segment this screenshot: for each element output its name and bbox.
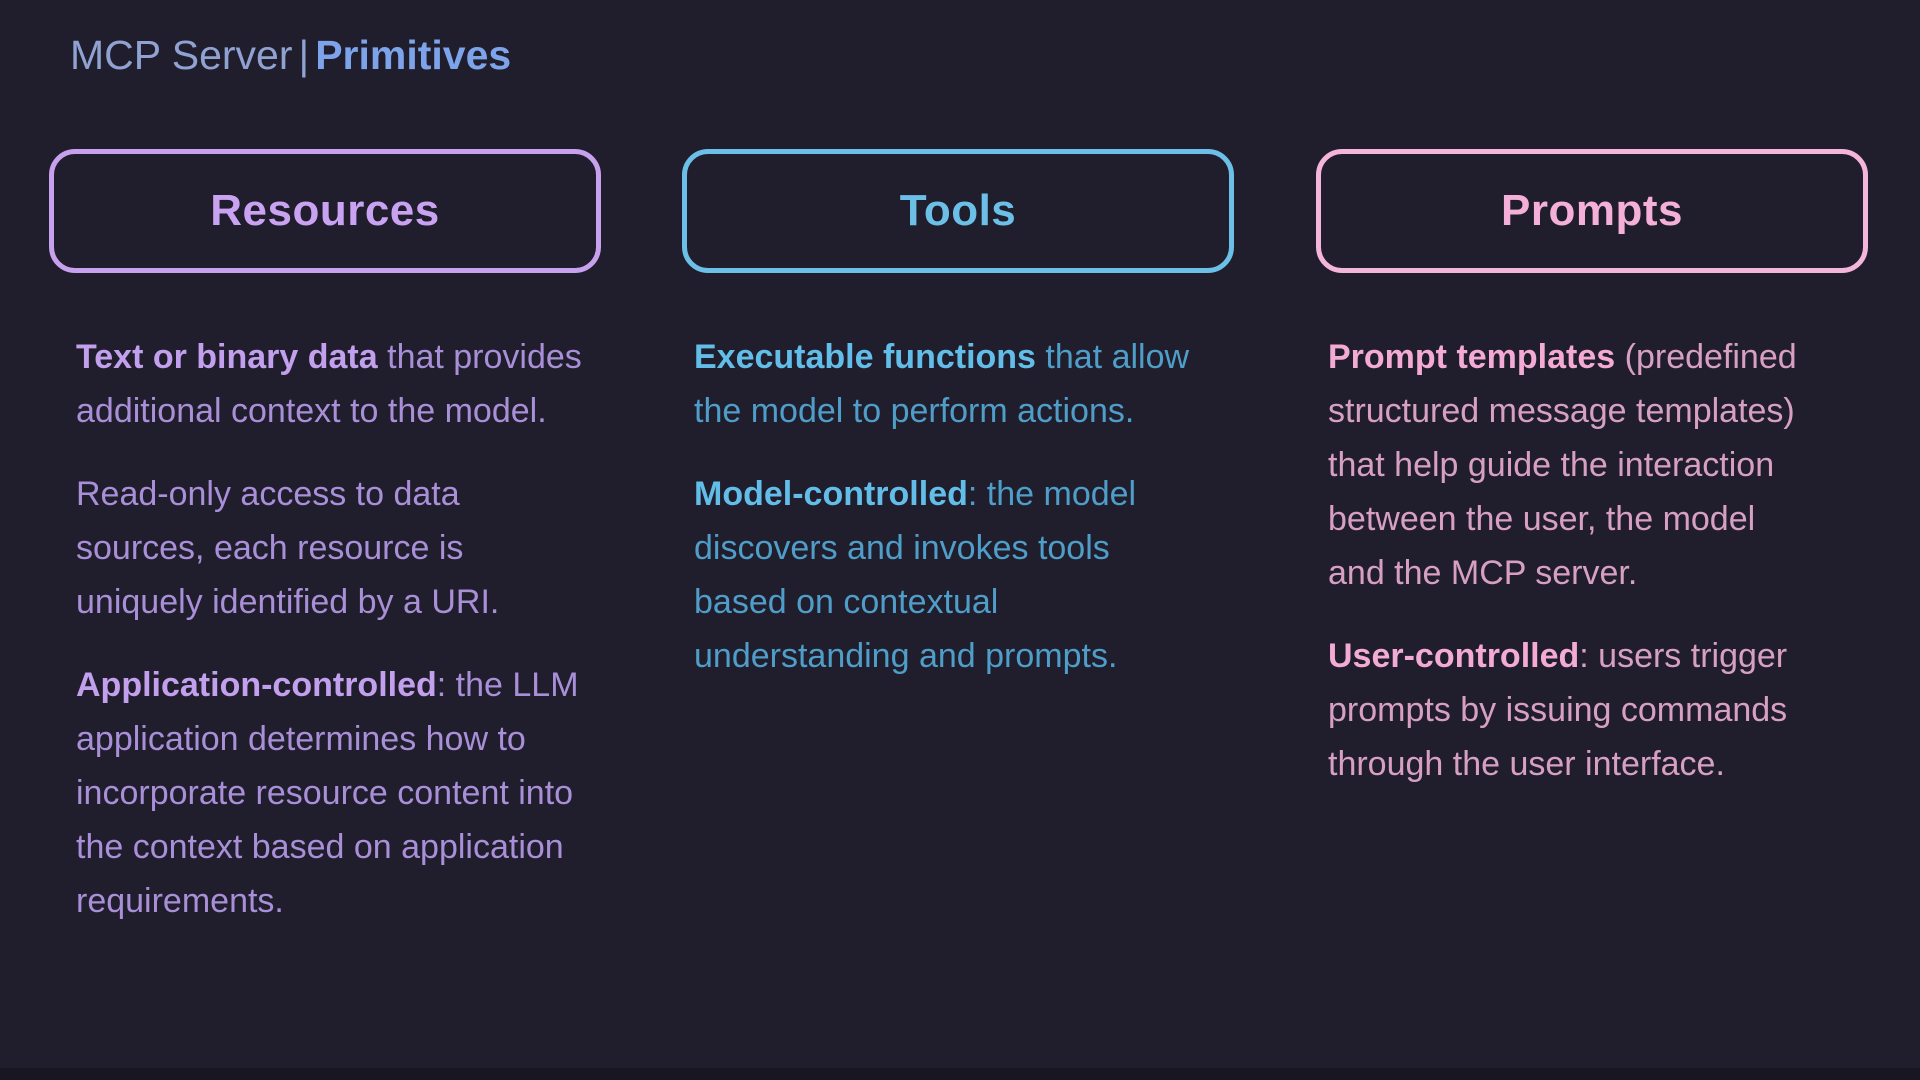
- column-tools: Tools Executable functions that allow th…: [682, 149, 1234, 683]
- column-prompts: Prompts Prompt templates (predefined str…: [1316, 149, 1868, 791]
- resources-heading: Resources: [210, 186, 440, 235]
- paragraph: Application-controlled: the LLM applicat…: [76, 658, 591, 928]
- paragraph: Text or binary data that provides additi…: [76, 330, 591, 438]
- title-separator: |: [298, 32, 310, 78]
- resources-header-box: Resources: [49, 149, 601, 273]
- paragraph-rest: Read-only access to data sources, each r…: [76, 475, 500, 621]
- paragraph: Read-only access to data sources, each r…: [76, 467, 591, 629]
- paragraph-bold: User-controlled: [1328, 637, 1580, 675]
- prompts-text: Prompt templates (predefined structured …: [1316, 330, 1818, 791]
- tools-heading: Tools: [899, 186, 1017, 235]
- paragraph-rest: (predefined structured message templates…: [1328, 338, 1797, 592]
- resources-text: Text or binary data that provides additi…: [49, 330, 591, 928]
- paragraph-rest: : users trigger prompts by issuing comma…: [1328, 637, 1788, 783]
- paragraph: Executable functions that allow the mode…: [694, 330, 1209, 438]
- paragraph: Prompt templates (predefined structured …: [1328, 330, 1818, 600]
- prompts-heading: Prompts: [1501, 186, 1683, 235]
- footer-bar: [0, 1068, 1920, 1080]
- paragraph: User-controlled: users trigger prompts b…: [1328, 629, 1818, 791]
- paragraph-rest: that allow the model to perform actions.: [694, 338, 1190, 430]
- tools-text: Executable functions that allow the mode…: [682, 330, 1209, 683]
- page-title: MCP Server|Primitives: [70, 26, 511, 84]
- title-prefix: MCP Server: [70, 32, 293, 78]
- title-emphasis: Primitives: [315, 32, 512, 78]
- paragraph-bold: Executable functions: [694, 338, 1036, 376]
- paragraph-bold: Model-controlled: [694, 475, 968, 513]
- paragraph-rest: that provides additional context to the …: [76, 338, 582, 430]
- prompts-header-box: Prompts: [1316, 149, 1868, 273]
- paragraph-bold: Application-controlled: [76, 666, 437, 704]
- paragraph: Model-controlled: the model discovers an…: [694, 467, 1209, 683]
- tools-header-box: Tools: [682, 149, 1234, 273]
- column-resources: Resources Text or binary data that provi…: [49, 149, 601, 928]
- paragraph-rest: : the model discovers and invokes tools …: [694, 475, 1137, 675]
- paragraph-rest: : the LLM application determines how to …: [76, 666, 579, 920]
- paragraph-bold: Text or binary data: [76, 338, 378, 376]
- paragraph-bold: Prompt templates: [1328, 338, 1616, 376]
